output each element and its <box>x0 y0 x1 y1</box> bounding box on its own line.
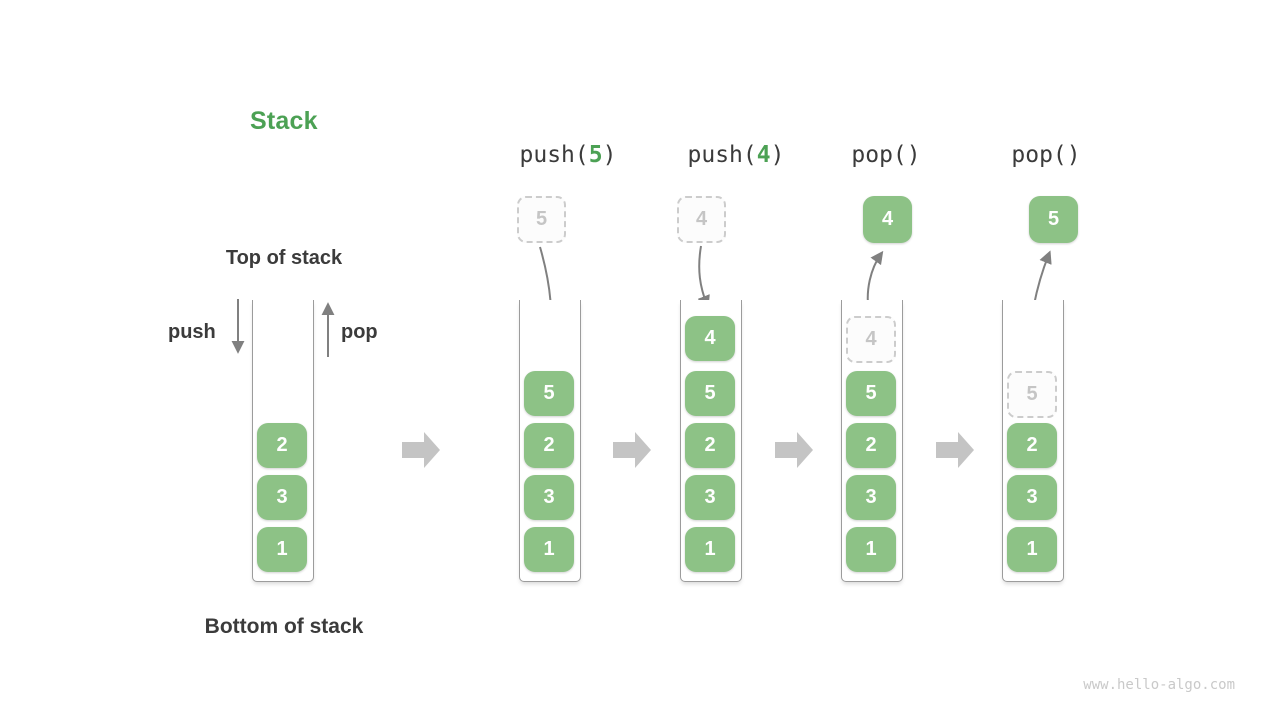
stack-element: 2 <box>524 423 574 468</box>
stack-element: 5 <box>685 371 735 416</box>
stack-element: 1 <box>1007 527 1057 572</box>
bottom-of-stack-label: Bottom of stack <box>204 615 364 638</box>
stack-container-after-pop-1: 4 5 2 3 1 <box>841 300 903 582</box>
op-suffix: ) <box>906 142 921 168</box>
stack-element: 2 <box>685 423 735 468</box>
stack-container-after-push-4: 4 5 2 3 1 <box>680 300 742 582</box>
diagram-title: Stack <box>250 107 318 135</box>
stack-element: 3 <box>846 475 896 520</box>
op-prefix: pop( <box>851 142 907 168</box>
stack-element: 2 <box>1007 423 1057 468</box>
operation-label-push-4: push(4) <box>688 142 785 168</box>
site-watermark: www.hello-algo.com <box>1083 677 1235 693</box>
step-arrow-icon <box>613 432 651 468</box>
op-suffix: ) <box>770 142 785 168</box>
op-argument: 5 <box>588 142 603 168</box>
operation-label-pop-1: pop() <box>851 142 920 168</box>
stack-element: 4 <box>685 316 735 361</box>
stack-container-after-push-5: 5 2 3 1 <box>519 300 581 582</box>
stack-element: 3 <box>1007 475 1057 520</box>
pop-label: pop <box>341 321 378 343</box>
op-suffix: ) <box>602 142 617 168</box>
step-arrow-icon <box>402 432 440 468</box>
popped-element-box: 4 <box>863 196 912 243</box>
stack-element: 1 <box>685 527 735 572</box>
stack-element: 1 <box>846 527 896 572</box>
stack-element: 3 <box>685 475 735 520</box>
operation-label-push-5: push(5) <box>520 142 617 168</box>
op-prefix: push( <box>519 142 589 168</box>
stack-element: 1 <box>257 527 307 572</box>
stack-element: 3 <box>257 475 307 520</box>
op-suffix: ) <box>1066 142 1081 168</box>
stack-element: 5 <box>846 371 896 416</box>
removed-element-ghost: 5 <box>1007 371 1057 418</box>
stack-container-initial: 2 3 1 <box>252 300 314 582</box>
stack-container-after-pop-2: 5 2 3 1 <box>1002 300 1064 582</box>
stack-element: 1 <box>524 527 574 572</box>
incoming-element-box: 4 <box>677 196 726 243</box>
stack-element: 2 <box>257 423 307 468</box>
operation-label-pop-2: pop() <box>1011 142 1080 168</box>
removed-element-ghost: 4 <box>846 316 896 363</box>
step-arrow-icon <box>936 432 974 468</box>
stack-element: 3 <box>524 475 574 520</box>
stack-element: 5 <box>524 371 574 416</box>
push-label: push <box>168 321 216 343</box>
stack-element: 2 <box>846 423 896 468</box>
incoming-element-box: 5 <box>517 196 566 243</box>
step-arrow-icon <box>775 432 813 468</box>
top-of-stack-label: Top of stack <box>225 247 343 269</box>
popped-element-box: 5 <box>1029 196 1078 243</box>
insert-arrow-icon <box>697 245 710 309</box>
op-argument: 4 <box>756 142 771 168</box>
op-prefix: pop( <box>1011 142 1067 168</box>
op-prefix: push( <box>687 142 757 168</box>
